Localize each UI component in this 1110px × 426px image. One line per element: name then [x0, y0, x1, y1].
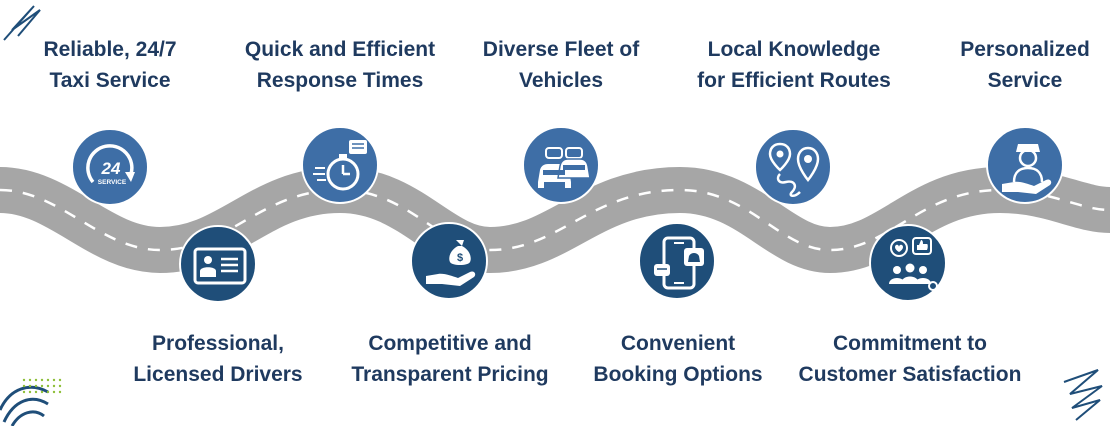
- 24-7-service-icon: 24 SERVICE: [71, 128, 149, 206]
- feature-label-local-knowledge: Local Knowledge for Efficient Routes: [674, 34, 914, 96]
- feature-label-line: Customer Satisfaction: [798, 363, 1022, 386]
- feature-label-transparent-pricing: Competitive and Transparent Pricing: [330, 328, 570, 390]
- service-24-text: 24: [101, 159, 121, 178]
- feature-label-line: Reliable, 24/7: [43, 38, 177, 61]
- customer-group-icon: [869, 224, 947, 302]
- feature-label-customer-satisfaction: Commitment to Customer Satisfaction: [790, 328, 1030, 390]
- feature-label-line: Response Times: [256, 69, 424, 92]
- feature-label-line: Commitment to: [833, 332, 987, 355]
- corner-swirl-top-left-icon: [3, 5, 41, 41]
- corner-fingerprint-bottom-left-icon: [0, 378, 62, 426]
- feature-label-line: for Efficient Routes: [697, 69, 891, 92]
- feature-label-line: Service: [987, 69, 1063, 92]
- feature-label-line: Convenient: [620, 332, 736, 355]
- feature-label-line: Diverse Fleet of: [482, 38, 640, 61]
- feature-label-booking-options: Convenient Booking Options: [558, 328, 798, 390]
- feature-label-diverse-fleet: Diverse Fleet of Vehicles: [441, 34, 681, 96]
- license-card-icon: [179, 225, 257, 303]
- feature-label-personalized-service: Personalized Service: [905, 34, 1110, 96]
- feature-label-licensed-drivers: Professional, Licensed Drivers: [98, 328, 338, 390]
- feature-label-line: Competitive and: [368, 332, 532, 355]
- phone-taxi-icon: [638, 222, 716, 300]
- feature-label-line: Professional,: [152, 332, 284, 355]
- money-hand-icon: $: [410, 222, 488, 300]
- feature-label-line: Licensed Drivers: [133, 363, 303, 386]
- feature-label-line: Personalized: [960, 38, 1090, 61]
- stopwatch-icon: [301, 126, 379, 204]
- feature-label-response-times: Quick and Efficient Response Times: [220, 34, 460, 96]
- route-pins-icon: [754, 128, 832, 206]
- driver-hand-icon: [986, 126, 1064, 204]
- feature-label-line: Local Knowledge: [707, 38, 881, 61]
- feature-label-line: Vehicles: [518, 69, 604, 92]
- service-label-text: SERVICE: [98, 179, 127, 186]
- car-fleet-icon: [522, 126, 600, 204]
- feature-label-line: Transparent Pricing: [351, 363, 549, 386]
- feature-label-line: Quick and Efficient: [244, 38, 436, 61]
- feature-label-line: Taxi Service: [49, 69, 171, 92]
- feature-label-reliable-service: Reliable, 24/7 Taxi Service: [0, 34, 230, 96]
- svg-text:$: $: [457, 252, 463, 264]
- corner-swirl-bottom-right-icon: [1063, 369, 1103, 421]
- feature-label-line: Booking Options: [593, 363, 763, 386]
